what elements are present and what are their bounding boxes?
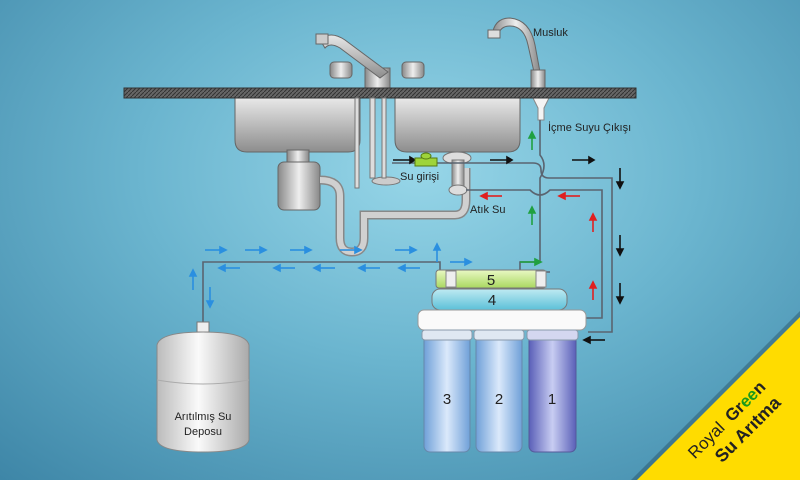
filter-3-number: 3 (443, 391, 451, 408)
water-inlet-label: Su girişi (400, 171, 439, 183)
filter-4-number: 4 (488, 292, 496, 309)
sink-faucet (315, 33, 425, 89)
flow-arrows (188, 130, 625, 345)
filter-5-number: 5 (487, 272, 495, 289)
inlet-valve (414, 152, 438, 167)
pipes (202, 120, 613, 333)
filter-unit: 5 4 3 2 1 (417, 269, 587, 453)
faucet-label: Musluk (533, 27, 568, 39)
tank-label-line1: Arıtılmış Su (175, 411, 232, 423)
tank-label-line2: Deposu (184, 426, 222, 438)
drinking-outlet-label: İçme Suyu Çıkışı (548, 121, 631, 134)
filter-1-number: 1 (548, 391, 556, 408)
waste-water-label: Atık Su (470, 204, 505, 216)
storage-tank: Arıtılmış Su Deposu (156, 321, 250, 453)
double-sink (234, 97, 521, 153)
filter-4 (431, 288, 568, 311)
countertop (123, 87, 637, 99)
drain-assembly (277, 149, 472, 257)
brand-banner: Royal Green Su Arıtma (631, 311, 800, 480)
filter-2-number: 2 (495, 391, 503, 408)
